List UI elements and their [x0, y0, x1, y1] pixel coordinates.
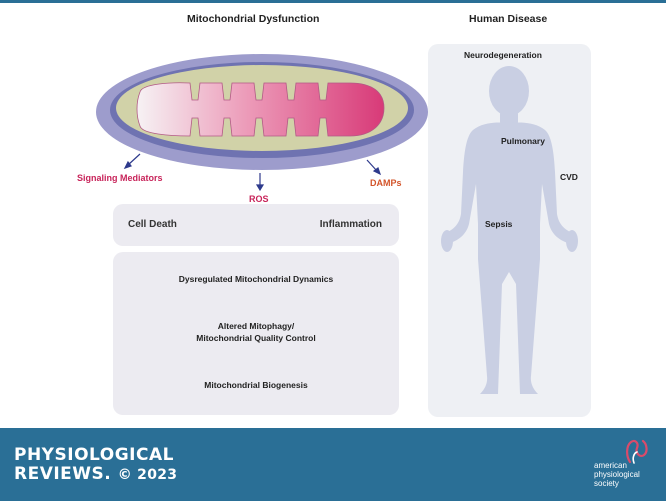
society-line3: society: [594, 479, 619, 488]
label-ros: ROS: [249, 194, 269, 204]
label-sepsis: Sepsis: [485, 219, 513, 229]
label-biogenesis: Mitochondrial Biogenesis: [204, 380, 308, 390]
journal-name-line2: REVIEWS.: [14, 464, 112, 484]
heading-mitochondrial-dysfunction: Mitochondrial Dysfunction: [187, 13, 320, 25]
journal-name-line1: PHYSIOLOGICAL: [14, 445, 174, 465]
society-name: american physiological society: [594, 461, 640, 488]
journal-title: PHYSIOLOGICAL REVIEWS. © 2023: [14, 446, 177, 485]
top-rule: [0, 0, 666, 3]
copyright-year: © 2023: [117, 467, 178, 483]
mechanisms-panel: Dysregulated Mitochondrial Dynamics Alte…: [113, 252, 399, 415]
label-inflammation: Inflammation: [319, 219, 382, 230]
label-quality-control: Mitochondrial Quality Control: [196, 333, 316, 343]
label-pulmonary: Pulmonary: [501, 136, 545, 146]
society-line1: american: [594, 461, 627, 470]
label-cell-death: Cell Death: [128, 219, 177, 230]
label-altered-mitophagy: Altered Mitophagy/: [217, 321, 295, 331]
label-cvd: CVD: [560, 172, 578, 182]
mitochondrion-illustration: [96, 54, 428, 192]
label-signaling-mediators: Signaling Mediators: [77, 173, 163, 183]
label-dysregulated-dynamics: Dysregulated Mitochondrial Dynamics: [178, 274, 334, 284]
arrow-damps: [366, 159, 382, 176]
human-disease-panel: Neurodegeneration Pulmonary CVD Sepsis: [428, 44, 591, 417]
outcome-panel: Cell Death Inflammation: [113, 204, 399, 246]
arrow-signaling: [123, 153, 141, 170]
human-body-silhouette: [441, 66, 578, 394]
footer-banner: PHYSIOLOGICAL REVIEWS. © 2023 american p…: [0, 428, 666, 501]
cristae-matrix: [136, 82, 385, 137]
heading-human-disease: Human Disease: [469, 13, 548, 25]
aps-logo-icon: [626, 439, 648, 464]
label-neurodegeneration: Neurodegeneration: [464, 50, 542, 60]
label-damps: DAMPs: [370, 178, 402, 188]
arrow-ros: [255, 173, 265, 192]
society-line2: physiological: [594, 470, 640, 479]
